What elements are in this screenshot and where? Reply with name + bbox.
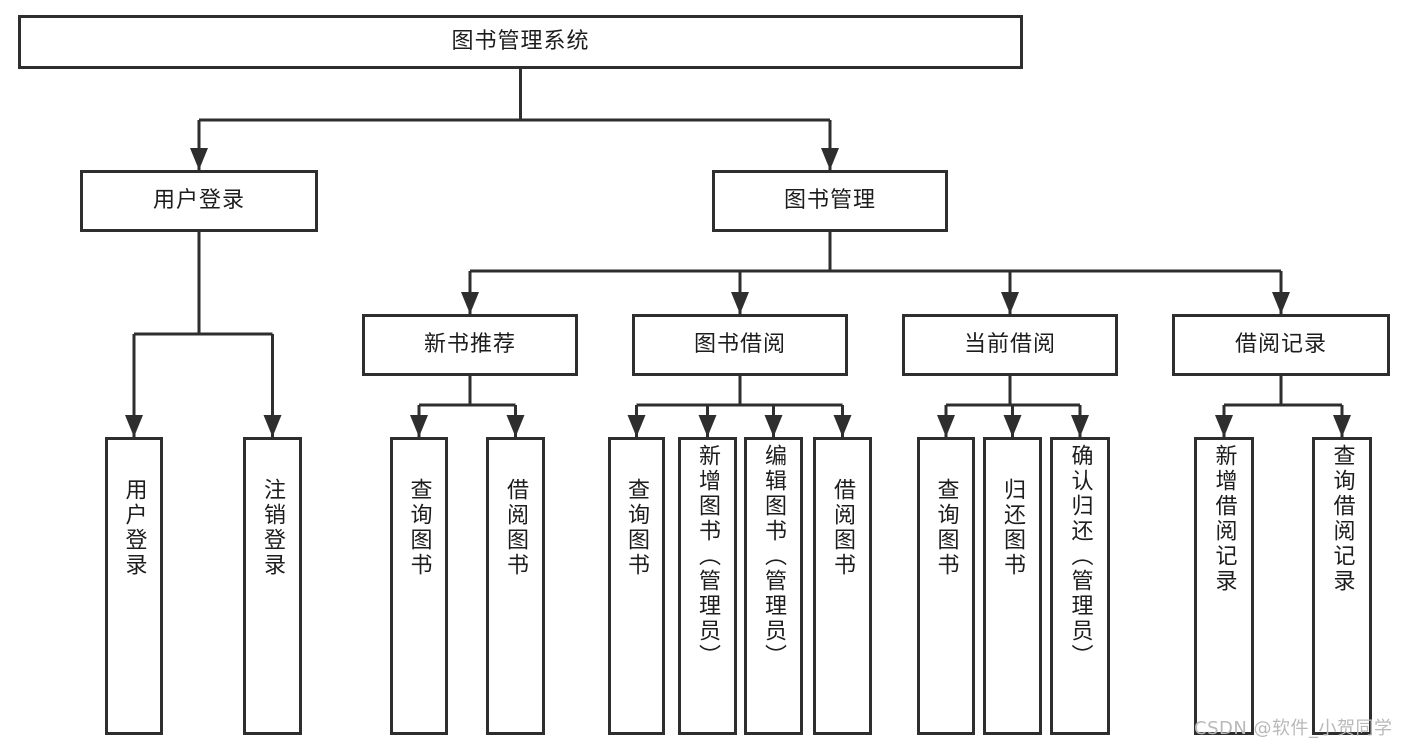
node-root[interactable]: 图书管理系统 [18, 15, 1023, 69]
node-label: 借阅图书 [503, 478, 529, 578]
node-label: 查询图书 [624, 478, 650, 578]
node-label: 编辑图书（管理员） [761, 444, 787, 669]
node-current-2[interactable]: 归还图书 [983, 437, 1042, 735]
node-label: 新增图书（管理员） [695, 444, 721, 669]
node-login[interactable]: 用户登录 [80, 170, 318, 232]
node-newbook-2[interactable]: 借阅图书 [486, 437, 545, 735]
node-newbook[interactable]: 新书推荐 [362, 314, 578, 376]
node-borrow-3[interactable]: 编辑图书（管理员） [744, 437, 803, 735]
node-label: 图书管理 [783, 187, 876, 213]
node-records[interactable]: 借阅记录 [1172, 314, 1390, 376]
node-current-1[interactable]: 查询图书 [917, 437, 975, 735]
node-login-1[interactable]: 用户登录 [105, 437, 163, 735]
node-label: 用户登录 [121, 478, 147, 578]
node-bookmgmt[interactable]: 图书管理 [712, 170, 948, 232]
node-label: 新增借阅记录 [1211, 444, 1237, 594]
node-borrow[interactable]: 图书借阅 [632, 314, 848, 376]
node-label: 图书管理系统 [451, 28, 590, 54]
node-newbook-1[interactable]: 查询图书 [390, 437, 448, 735]
node-current[interactable]: 当前借阅 [902, 314, 1118, 376]
node-login-2[interactable]: 注销登录 [243, 437, 302, 735]
node-borrow-2[interactable]: 新增图书（管理员） [678, 437, 737, 735]
node-borrow-4[interactable]: 借阅图书 [813, 437, 872, 735]
node-label: 用户登录 [152, 187, 245, 213]
node-current-3[interactable]: 确认归还（管理员） [1050, 437, 1110, 735]
node-label: 借阅图书 [830, 478, 856, 578]
node-label: 查询图书 [933, 478, 959, 578]
node-label: 新书推荐 [423, 331, 516, 357]
node-label: 图书借阅 [693, 331, 786, 357]
node-label: 查询借阅记录 [1329, 444, 1355, 594]
node-label: 归还图书 [1000, 478, 1026, 578]
node-records-1[interactable]: 新增借阅记录 [1194, 437, 1254, 735]
node-label: 当前借阅 [963, 331, 1056, 357]
node-label: 注销登录 [260, 478, 286, 578]
node-label: 确认归还（管理员） [1067, 444, 1093, 669]
csdn-watermark: CSDN @软件_小贺同学 [1194, 718, 1393, 739]
node-borrow-1[interactable]: 查询图书 [608, 437, 665, 735]
node-records-2[interactable]: 查询借阅记录 [1312, 437, 1372, 735]
node-label: 借阅记录 [1234, 331, 1327, 357]
node-label: 查询图书 [406, 478, 432, 578]
